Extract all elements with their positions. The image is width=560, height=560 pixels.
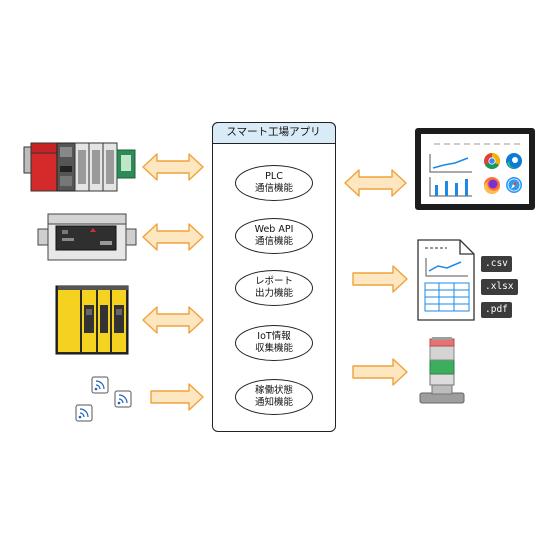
safety-plc-icon	[55, 285, 129, 355]
edge-icon	[506, 153, 522, 169]
function-plc-communication: PLC 通信機能	[235, 165, 313, 201]
double-arrow-safety-plc	[142, 306, 204, 334]
function-label-line1: 稼働状態	[254, 385, 293, 396]
arrow-app-to-signal-tower	[352, 358, 408, 386]
report-document-icon	[417, 239, 475, 321]
function-iot-collection: IoT情報 収集機能	[235, 325, 313, 361]
function-label-line1: IoT情報	[257, 331, 291, 342]
signal-tower-icon	[419, 337, 465, 404]
dashboard-monitor-icon	[415, 128, 535, 210]
function-web-api-communication: Web API 通信機能	[235, 218, 313, 254]
function-label-line2: 出力機能	[254, 288, 293, 299]
function-label-line2: 通知機能	[254, 397, 293, 408]
double-arrow-plc-rack	[142, 153, 204, 181]
function-label-line1: PLC	[265, 171, 283, 182]
function-status-notification: 稼働状態 通知機能	[235, 379, 313, 415]
smart-factory-app-panel: スマート工場アプリ PLC 通信機能 Web API 通信機能 レポート 出力機…	[211, 121, 336, 432]
format-badge-xlsx: .xlsx	[481, 279, 518, 295]
firefox-icon	[483, 177, 500, 195]
double-arrow-dashboard	[344, 169, 407, 197]
function-label-line1: レポート	[254, 276, 293, 287]
plc-rack-icon	[23, 142, 136, 192]
function-report-output: レポート 出力機能	[235, 270, 313, 306]
app-title: スマート工場アプリ	[211, 121, 336, 144]
plc-compact-icon	[37, 213, 137, 261]
function-label-line1: Web API	[254, 224, 294, 235]
double-arrow-plc-compact	[142, 223, 204, 251]
function-label-line2: 通信機能	[254, 183, 293, 194]
format-badge-pdf: .pdf	[481, 302, 512, 318]
arrow-sensors-to-app	[150, 383, 204, 411]
function-label-line2: 収集機能	[254, 343, 293, 354]
safari-icon	[506, 177, 522, 193]
function-label-line2: 通信機能	[254, 236, 293, 247]
wireless-sensor-icon	[75, 376, 132, 422]
format-badge-csv: .csv	[481, 256, 512, 272]
chrome-icon	[484, 153, 500, 169]
arrow-app-to-report	[352, 265, 408, 293]
